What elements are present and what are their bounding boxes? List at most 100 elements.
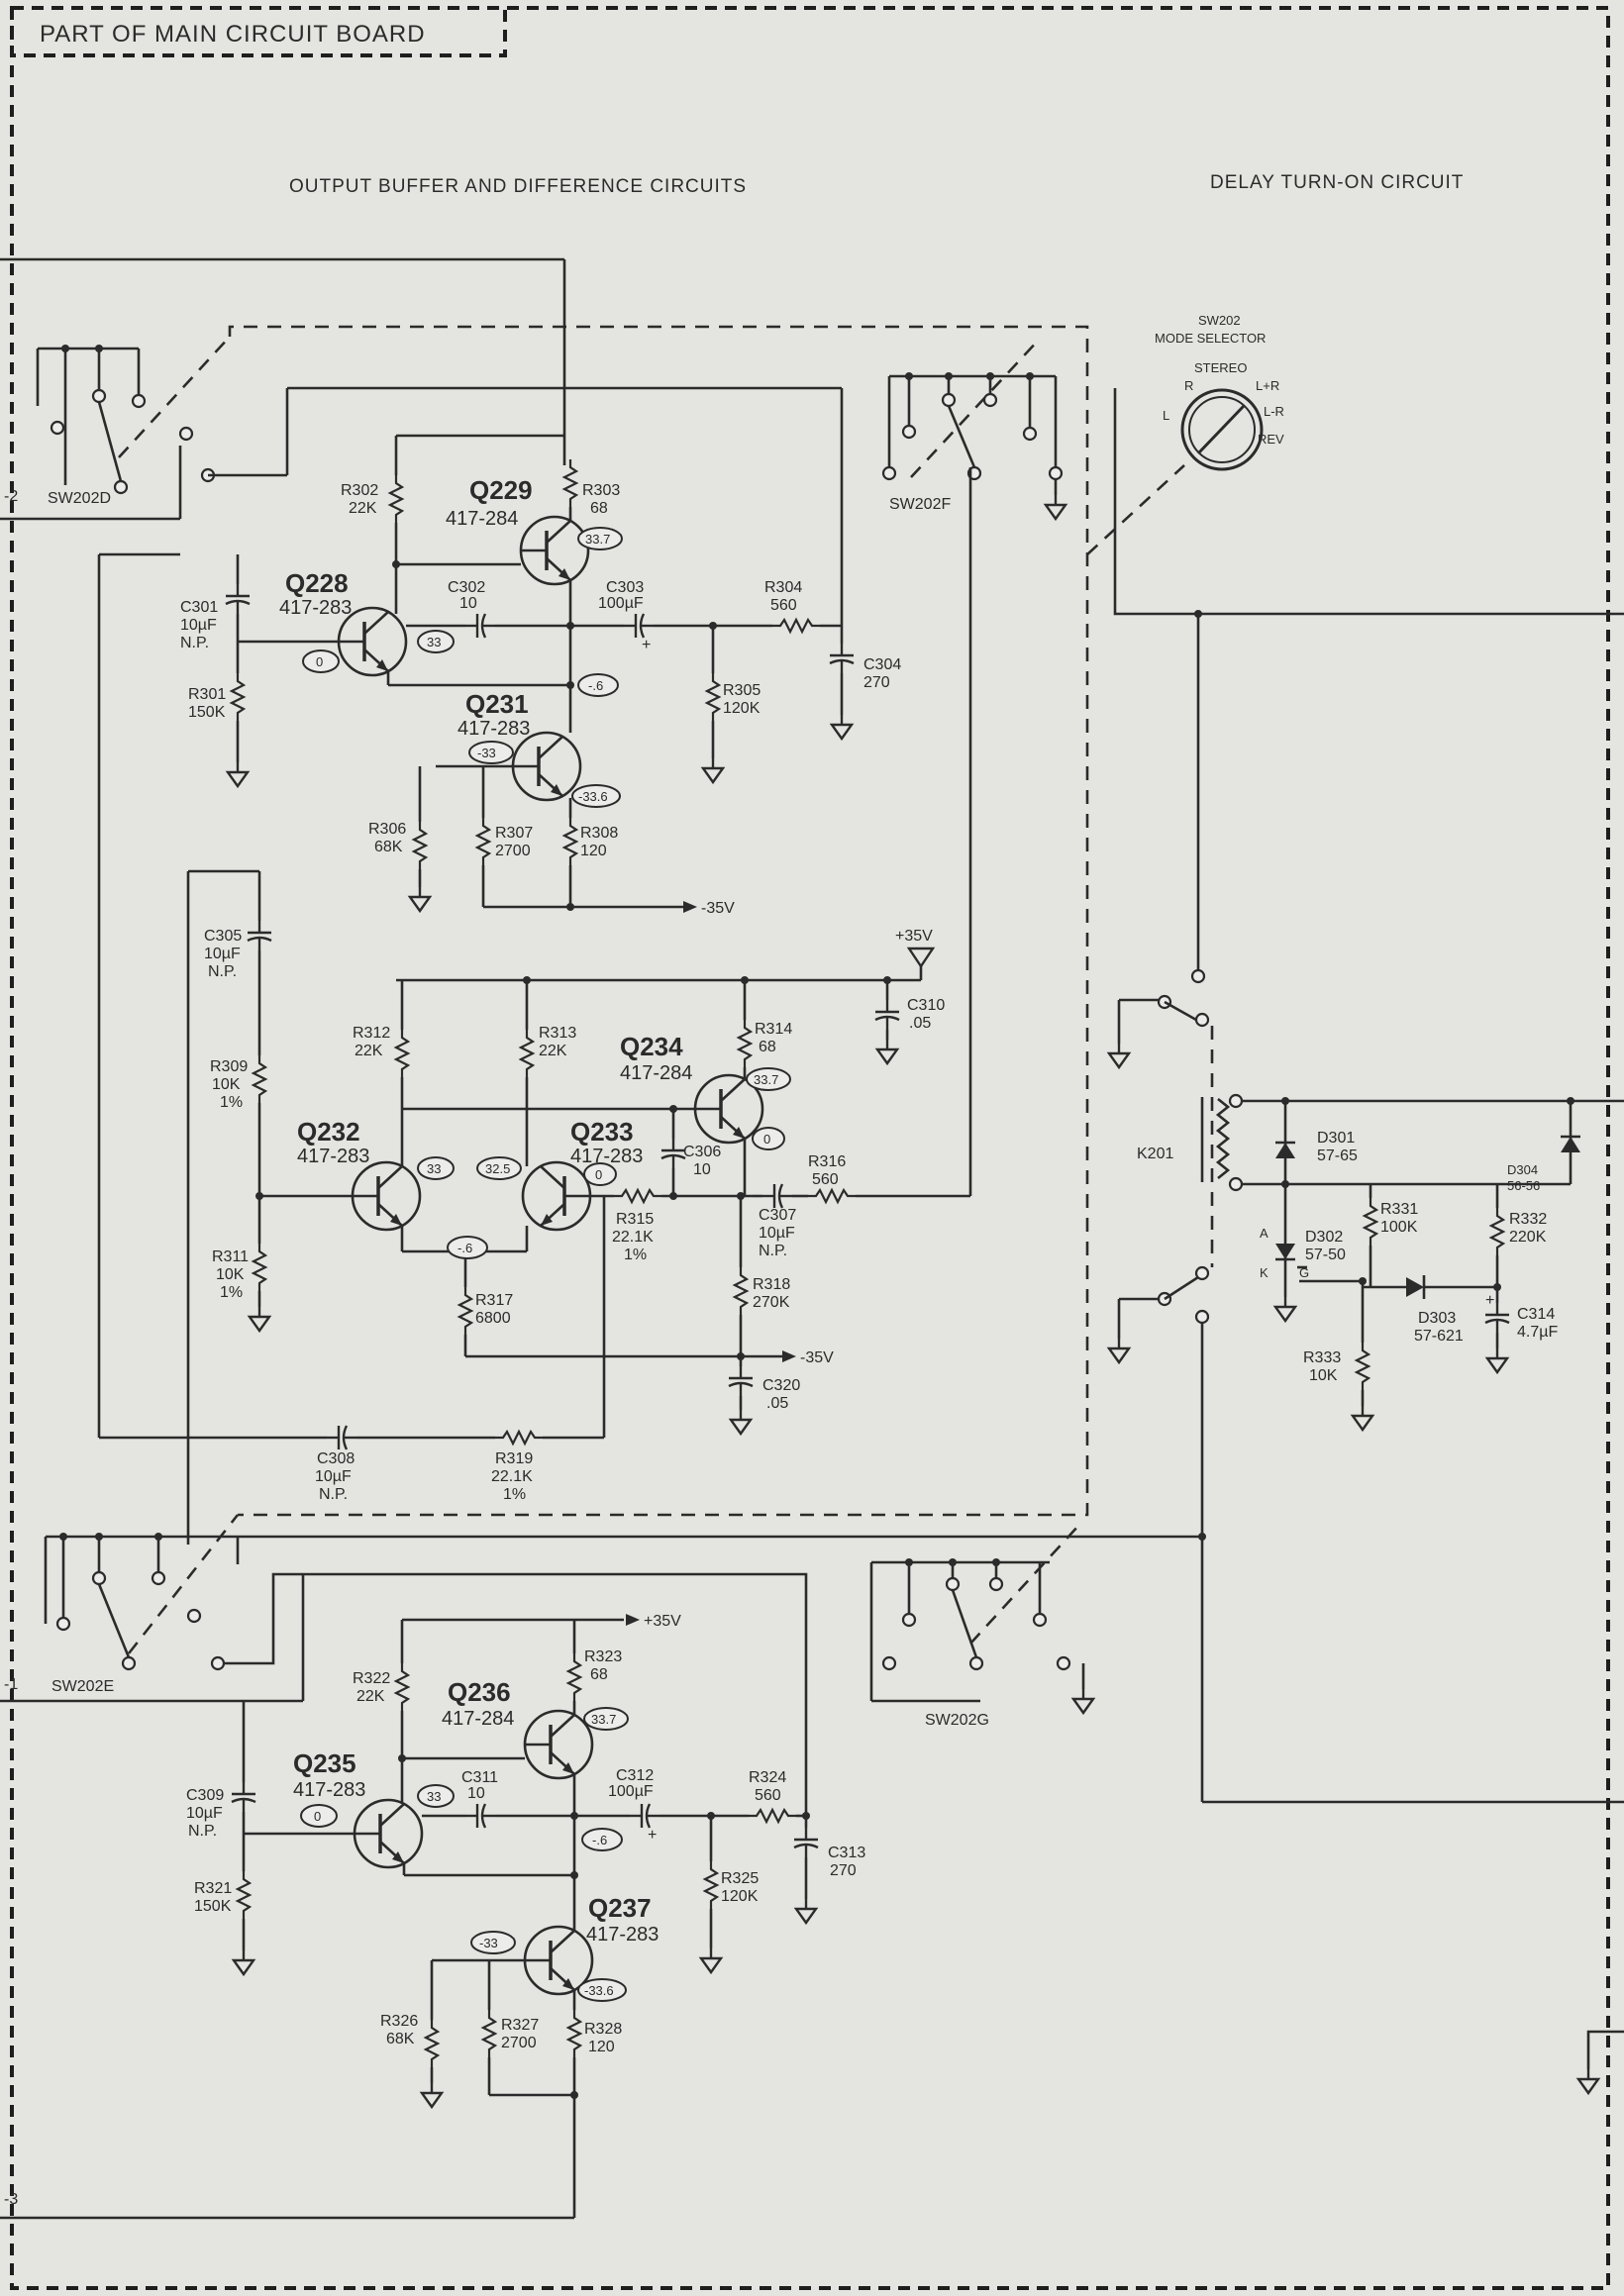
- r328-ref: R328: [584, 2021, 622, 2038]
- c304-value: 270: [863, 674, 890, 691]
- v-q231-base: -33: [477, 746, 496, 760]
- mode-selector-ref: SW202: [1198, 313, 1241, 328]
- r333-value: 10K: [1309, 1367, 1338, 1384]
- r313-value: 22K: [539, 1043, 567, 1059]
- c308-value: 10µF: [315, 1468, 352, 1485]
- v-lower-output: -.6: [592, 1833, 607, 1847]
- mode-pos-r: R: [1184, 378, 1193, 393]
- c308-note: N.P.: [319, 1486, 348, 1503]
- switch-sw202d: SW202D: [36, 345, 216, 507]
- edge-label-3: -3: [4, 2191, 18, 2208]
- v-q237-base: -33: [479, 1936, 498, 1950]
- r316-ref: R316: [808, 1153, 846, 1170]
- r318-ref: R317: [475, 1292, 513, 1309]
- r307-ref: R307: [495, 825, 533, 842]
- d303-ref: D303: [1418, 1310, 1456, 1327]
- r302-value: 22K: [349, 500, 377, 517]
- q237-part: 417-283: [586, 1924, 659, 1946]
- r306-ref: R306: [368, 821, 406, 838]
- c305-ref: C305: [204, 928, 242, 945]
- r305-value: 120K: [723, 700, 761, 717]
- r311-tol: 1%: [220, 1284, 243, 1301]
- v-q228-emitter: 33: [427, 635, 441, 649]
- c301-value: 10µF: [180, 617, 217, 634]
- c313-ref: C313: [828, 1845, 865, 1861]
- c302-value: 10: [459, 595, 477, 612]
- d302-pin-k: K: [1260, 1265, 1269, 1280]
- mode-pos-stereo: STEREO: [1194, 360, 1247, 375]
- d304-ref: D304: [1507, 1162, 1538, 1177]
- c308-ref: C308: [317, 1450, 355, 1467]
- r325-ref: R325: [721, 1870, 759, 1887]
- pos-rail-label-2: +35V: [644, 1613, 681, 1630]
- r308-value: 120: [580, 843, 607, 859]
- v-q228-base: 0: [316, 654, 323, 669]
- c303-value: 100µF: [598, 595, 644, 612]
- v-q234-out: 0: [763, 1132, 770, 1147]
- r326-value: 68K: [386, 2031, 415, 2047]
- mode-pos-lr-diff: L-R: [1264, 404, 1284, 419]
- d302-ref: D302: [1305, 1229, 1343, 1246]
- upper-buffer-circuit: Q228 417-283 Q229 417-284 Q231 417-283 C…: [0, 257, 901, 1438]
- c306-value: 10: [693, 1161, 711, 1178]
- switch-sw202e: SW202E: [44, 1533, 1202, 1695]
- r319-tol: 1%: [503, 1486, 526, 1503]
- switch-linkage: [228, 325, 1089, 1517]
- mode-selector-label: MODE SELECTOR: [1155, 331, 1266, 346]
- c309-value: 10µF: [186, 1805, 223, 1822]
- q236-part: 417-284: [442, 1708, 514, 1730]
- relay-k201-label: K201: [1137, 1146, 1173, 1162]
- r311-ref: R311: [212, 1248, 249, 1265]
- q229-part: 417-284: [446, 508, 518, 530]
- r328-value: 120: [588, 2039, 615, 2055]
- c312-polarity: +: [648, 1827, 657, 1844]
- r312-ref: R312: [353, 1025, 390, 1042]
- r308-ref: R308: [580, 825, 618, 842]
- mode-pos-l: L: [1163, 408, 1169, 423]
- q232-ref: Q232: [297, 1117, 360, 1147]
- delay-turn-on-circuit: K201 D301 57-65 A K G D302 57-50: [1107, 388, 1624, 2095]
- c314-polarity: +: [1485, 1292, 1494, 1309]
- r312-value: 22K: [355, 1043, 383, 1059]
- d301-ref: D301: [1317, 1130, 1355, 1147]
- r309-ref: R309: [210, 1058, 248, 1075]
- r315-tol: 1%: [624, 1247, 647, 1263]
- r309-value: 10K: [212, 1076, 241, 1093]
- d302-pin-a: A: [1260, 1226, 1269, 1241]
- r315-value: 22.1K: [612, 1229, 654, 1246]
- v-diff-emitters: -.6: [457, 1241, 472, 1255]
- r323-ref: R323: [584, 1648, 622, 1665]
- r326-ref: R326: [380, 2013, 418, 2030]
- r313-ref: R313: [539, 1025, 576, 1042]
- c304-ref: C304: [863, 656, 901, 673]
- d302-part: 57-50: [1305, 1247, 1346, 1263]
- r327-ref: R327: [501, 2017, 539, 2034]
- c320-value: .05: [766, 1395, 788, 1412]
- v-q234-emitter: 33.7: [754, 1072, 778, 1087]
- c307-ref: C307: [759, 1207, 796, 1224]
- q237-ref: Q237: [588, 1893, 652, 1923]
- c303-ref: C303: [606, 579, 644, 596]
- c310-value: .05: [909, 1015, 931, 1032]
- edge-label-2: -2: [4, 488, 18, 505]
- heading-output-buffer: OUTPUT BUFFER AND DIFFERENCE CIRCUITS: [289, 176, 747, 197]
- r301-ref: R301: [188, 686, 226, 703]
- d301-part: 57-65: [1317, 1148, 1358, 1164]
- q235-ref: Q235: [293, 1748, 356, 1778]
- q233-part: 417-283: [570, 1146, 643, 1167]
- r311-value: 10K: [216, 1266, 245, 1283]
- board-title: PART OF MAIN CIRCUIT BOARD: [40, 21, 426, 48]
- sw202e-label: SW202E: [51, 1678, 114, 1695]
- c301-note: N.P.: [180, 635, 209, 651]
- c311-ref: C311: [461, 1769, 498, 1786]
- r321-value: 150K: [194, 1898, 232, 1915]
- q228-part: 417-283: [279, 597, 352, 619]
- r304-value: 560: [770, 597, 797, 614]
- v-q232-emitter: 33: [427, 1161, 441, 1176]
- r327-value: 2700: [501, 2035, 537, 2051]
- board-border: [10, 6, 1610, 2290]
- r333-ref: R333: [1303, 1349, 1341, 1366]
- neg-rail-label-1: -35V: [701, 900, 735, 917]
- v-q236-emitter: 33.7: [591, 1712, 616, 1727]
- d302-pin-g: G: [1299, 1265, 1309, 1280]
